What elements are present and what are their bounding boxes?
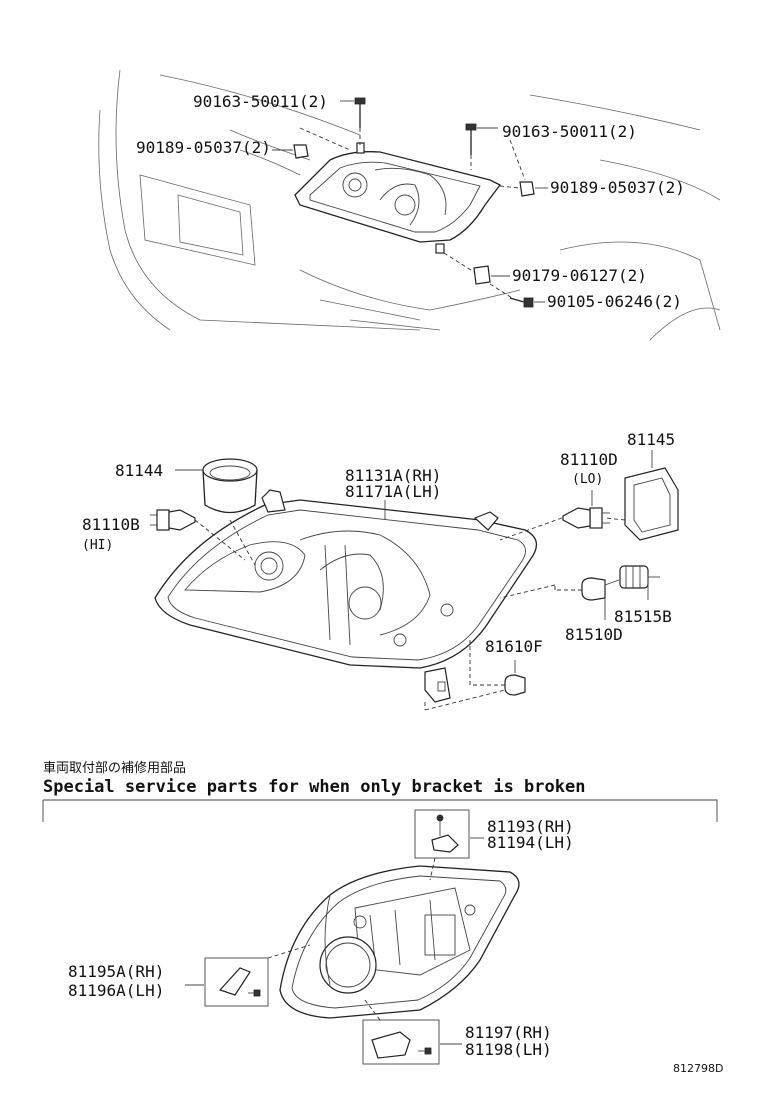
small-bulb-part — [499, 577, 620, 620]
label-clip-b: 90189-05037(2) — [550, 178, 685, 197]
label-side-bulb: 81610F — [485, 637, 543, 656]
lo-bulb-part — [499, 490, 610, 541]
label-nut: 90179-06127(2) — [512, 266, 647, 285]
headlamp-unit — [154, 489, 537, 703]
label-bolt-b: 90163-50011(2) — [502, 122, 637, 141]
label-lo-note: (LO) — [572, 472, 603, 487]
label-hi-note: (HI) — [82, 538, 113, 553]
bolt-b-icon — [465, 123, 498, 170]
top-fasteners — [272, 97, 548, 308]
label-screw: 90105-06246(2) — [547, 292, 682, 311]
label-lo-bulb: 81110D — [560, 450, 618, 469]
cover-part — [604, 450, 679, 541]
section-bracket-line — [42, 799, 718, 822]
label-bracket-bottom-rh: 81197(RH) — [465, 1023, 552, 1042]
section-title-english: Special service parts for when only brac… — [43, 777, 585, 797]
nut-icon — [443, 252, 510, 285]
label-unit-rh: 81131A(RH) — [345, 466, 441, 485]
bracket-top-box — [414, 809, 470, 881]
hi-bulb-part — [150, 509, 246, 561]
headlamp-rear — [279, 865, 520, 1019]
clip-a-icon — [272, 127, 351, 159]
vehicle-front-illustration — [98, 69, 721, 341]
clip-b-icon — [499, 139, 548, 197]
side-bulb-part — [424, 640, 526, 711]
label-bracket-left-rh: 81195A(RH) — [68, 962, 164, 981]
label-socket: 81515B — [614, 607, 672, 626]
label-cover: 81145 — [627, 430, 675, 449]
figure-id: 812798D — [673, 1062, 723, 1075]
bolt-a-icon — [340, 97, 366, 145]
label-hi-bulb: 81110B — [82, 515, 140, 534]
label-bolt-a: 90163-50011(2) — [193, 92, 328, 111]
label-bracket-left-lh: 81196A(LH) — [68, 981, 164, 1000]
bracket-bottom-box — [362, 999, 440, 1065]
headlamp-mounted-top — [294, 142, 501, 254]
section-title-japanese: 車両取付部の補修用部品 — [43, 761, 186, 776]
label-bracket-bottom-lh: 81198(LH) — [465, 1040, 552, 1059]
label-cap: 81144 — [115, 461, 163, 480]
label-small-bulb: 81510D — [565, 625, 623, 644]
label-clip-a: 90189-05037(2) — [136, 138, 271, 157]
label-bracket-top-rh: 81193(RH) — [487, 817, 574, 836]
cap-part — [175, 458, 258, 566]
screw-icon — [489, 283, 545, 308]
label-bracket-top-lh: 81194(LH) — [487, 833, 574, 852]
label-unit-lh: 81171A(LH) — [345, 482, 441, 501]
bracket-left-box — [204, 944, 311, 1007]
socket-part — [619, 565, 660, 600]
